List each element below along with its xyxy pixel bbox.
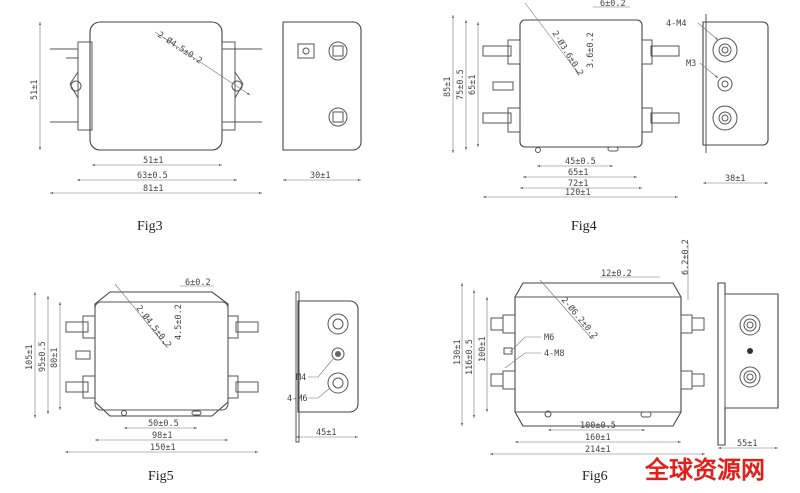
fig5-caption: Fig5 [148,469,174,484]
fig6-side-view [717,282,779,446]
fig5-slot-spacing-label: 50±0.5 [148,419,179,429]
fig4-height-total-label: 85±1 [443,77,453,97]
fig3-height-label: 51±1 [30,80,40,100]
fig5-ground-label: M4 [296,373,306,383]
fig5-width-total-label: 150±1 [150,443,176,453]
fig4-slot-height-label: 3.6±0.2 [586,32,596,68]
fig4-ground-label: M3 [686,59,696,69]
fig5-terminal-label: 4-M6 [287,394,307,404]
fig4-height-body-label: 65±1 [468,75,478,95]
fig5-height-total-label: 105±1 [25,344,35,370]
fig4-width-mount-label: 65±1 [568,168,588,178]
fig3-body [89,21,223,151]
fig3-width-mount-label: 63±0.5 [137,171,168,181]
fig4-body [519,19,643,148]
fig5-drawing: 2-Ø4.5±0.2 6±0.2 4.5±0.2 105±1 95±0.5 80… [25,278,359,484]
fig5-height-body-label: 80±1 [50,348,60,368]
fig5-slot-width-label: 6±0.2 [185,278,211,288]
fig3-width-total-label: 81±1 [143,184,163,194]
fig6-slot-spacing-label: 100±0.5 [580,421,616,431]
fig6-slot-width-label: 12±0.2 [601,269,632,279]
fig6-body [514,282,682,427]
fig4-width-body-label: 72±1 [568,179,588,189]
fig4-terminal-label: 4-M4 [666,19,686,29]
fig4-depth-label: 38±1 [725,174,745,184]
fig4-width-total-label: 120±1 [565,188,591,198]
fig6-width-body-label: 160±1 [585,433,611,443]
fig3-side-view [282,21,362,151]
fig5-body [94,291,229,417]
fig6-caption: Fig6 [582,469,608,484]
fig6-height-body-label: 100±1 [478,336,488,362]
fig6-slot-height-label: 6.2±0.2 [681,239,691,275]
fig5-width-body-label: 98±1 [152,431,172,441]
fig5-depth-label: 45±1 [316,428,336,438]
fig6-drawing: 2-Ø6.2±0.2 12±0.2 6.2±0.2 130±1 116±0.5 … [453,239,779,484]
fig3-width-inner-label: 51±1 [143,156,163,166]
fig6-height-total-label: 130±1 [453,339,463,365]
fig4-drawing: 2-Ø3.6±0.2 6±0.2 3.6±0.2 85±1 75±0.5 65±… [443,0,769,234]
fig6-terminal-label: 4-M8 [544,349,564,359]
fig4-caption: Fig4 [571,219,597,234]
fig3-depth-label: 30±1 [310,171,330,181]
fig4-slot-spacing-label: 45±0.5 [565,157,596,167]
fig6-ground-label: M6 [544,333,554,343]
fig6-depth-label: 55±1 [737,439,757,449]
fig4-slot-width-label: 6±0.2 [600,0,626,9]
fig6-width-total-label: 214±1 [585,445,611,455]
fig3-drawing: 2-Ø4.5±0.2 51±1 51±1 63±0.5 81±1 30±1 Fi… [30,21,362,234]
fig4-height-mount-label: 75±0.5 [456,69,466,100]
fig4-side-view [702,21,769,146]
fig5-slot-height-label: 4.5±0.2 [174,304,184,340]
fig6-height-mount-label: 116±0.5 [465,339,475,375]
watermark: 全球资源网 [644,456,765,484]
fig5-height-mount-label: 95±0.5 [38,341,48,372]
fig3-caption: Fig3 [137,219,163,234]
